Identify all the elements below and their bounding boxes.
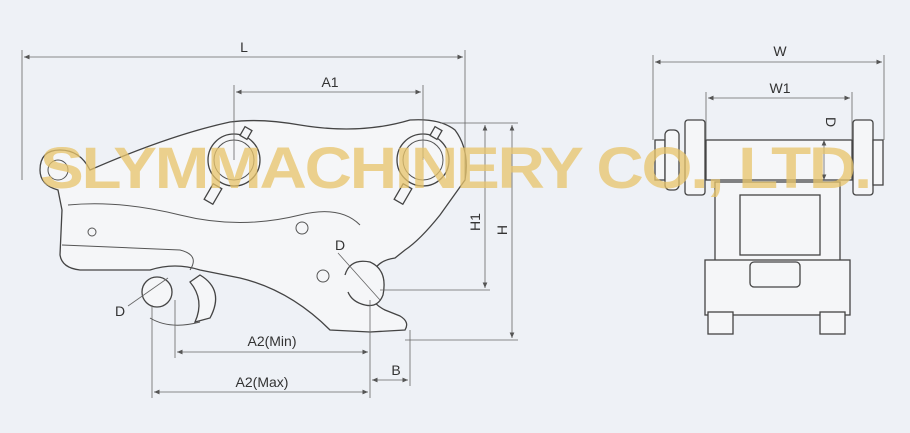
bolt-hole xyxy=(87,227,97,237)
diameter-leader-lower xyxy=(127,277,169,307)
watermark: SLYMMACHINERY CO., LTD. xyxy=(40,136,870,201)
pin-end-right xyxy=(872,139,884,186)
pin-bolt xyxy=(664,129,680,191)
lifting-eye-hole xyxy=(47,159,69,181)
inner-contour xyxy=(67,203,361,226)
label-W1: W1 xyxy=(770,80,791,96)
side-view: L A1 H1 H D D A2(Min) A2(Max) B xyxy=(21,39,518,398)
label-A2-max: A2(Max) xyxy=(236,374,289,390)
pin-shaft xyxy=(705,139,853,181)
lock-block xyxy=(749,261,801,288)
front-view: W W1 D xyxy=(652,43,885,335)
diameter-leader-upper xyxy=(337,252,381,301)
label-W: W xyxy=(773,43,787,59)
label-B: B xyxy=(391,362,400,378)
hook-latch xyxy=(189,274,217,323)
label-A2-min: A2(Min) xyxy=(247,333,296,349)
bolt-hole xyxy=(316,269,330,283)
left-flange xyxy=(684,119,706,196)
front-jaw-edge xyxy=(149,317,201,326)
label-H: H xyxy=(494,225,510,235)
label-D-lower: D xyxy=(115,303,125,319)
label-D-front: D xyxy=(823,117,839,127)
foot-right xyxy=(819,311,846,335)
front-pin xyxy=(141,276,173,308)
foot-left xyxy=(707,311,734,335)
label-D-upper: D xyxy=(335,237,345,253)
label-L: L xyxy=(240,39,248,55)
label-A1: A1 xyxy=(321,74,338,90)
bolt-hole xyxy=(295,221,309,235)
label-H1: H1 xyxy=(467,213,483,231)
hook-edge xyxy=(61,244,194,271)
frame-inner xyxy=(739,194,821,256)
